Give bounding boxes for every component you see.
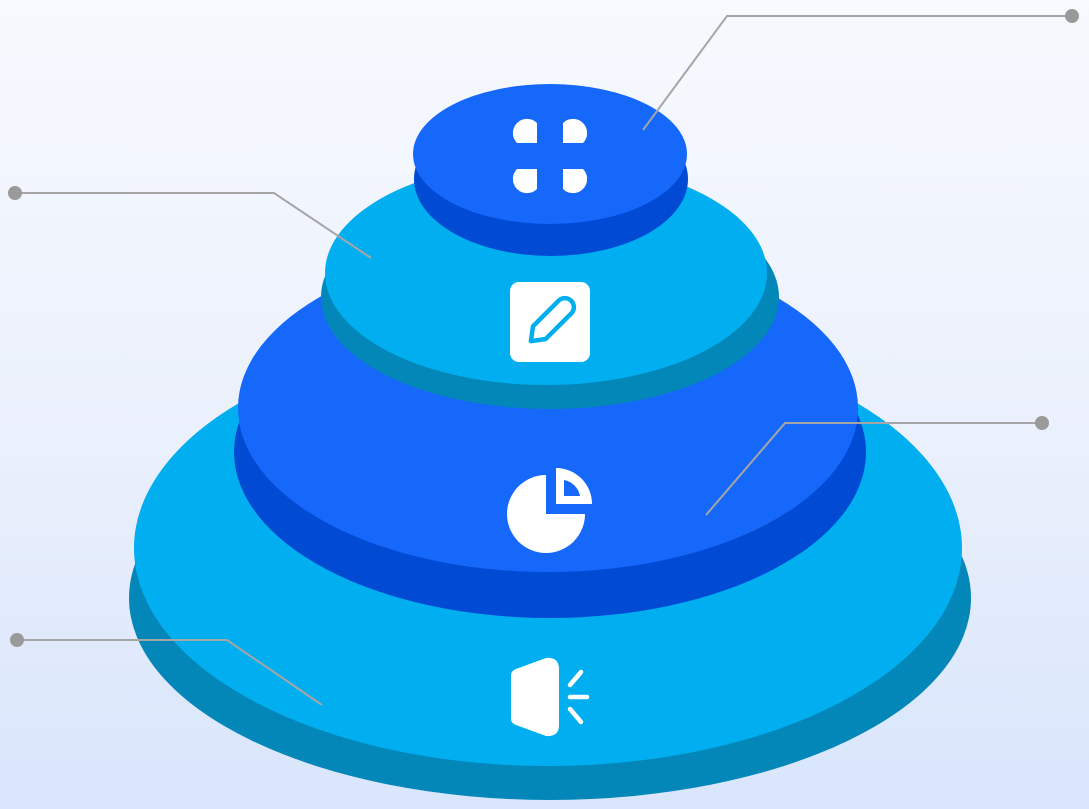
callout-tier-2: [8, 186, 372, 259]
leader-line: [642, 15, 1072, 131]
leader-dot: [1035, 416, 1049, 430]
leader-dot: [8, 186, 22, 200]
callout-tier-1: [642, 9, 1079, 131]
tier-1-top: [413, 84, 687, 224]
apps-grid-icon: [512, 118, 588, 194]
callout-tier-3: [705, 416, 1049, 516]
leader-dot: [10, 633, 24, 647]
leader-line: [15, 192, 372, 259]
leader-line: [17, 639, 323, 706]
pen-edit-icon: [510, 282, 590, 362]
callout-tier-4: [10, 633, 323, 706]
tier-1: [413, 84, 688, 256]
megaphone-icon: [511, 657, 590, 737]
leader-line: [705, 422, 1042, 516]
pie-chart-icon: [507, 468, 592, 553]
leader-dot: [1065, 9, 1079, 23]
